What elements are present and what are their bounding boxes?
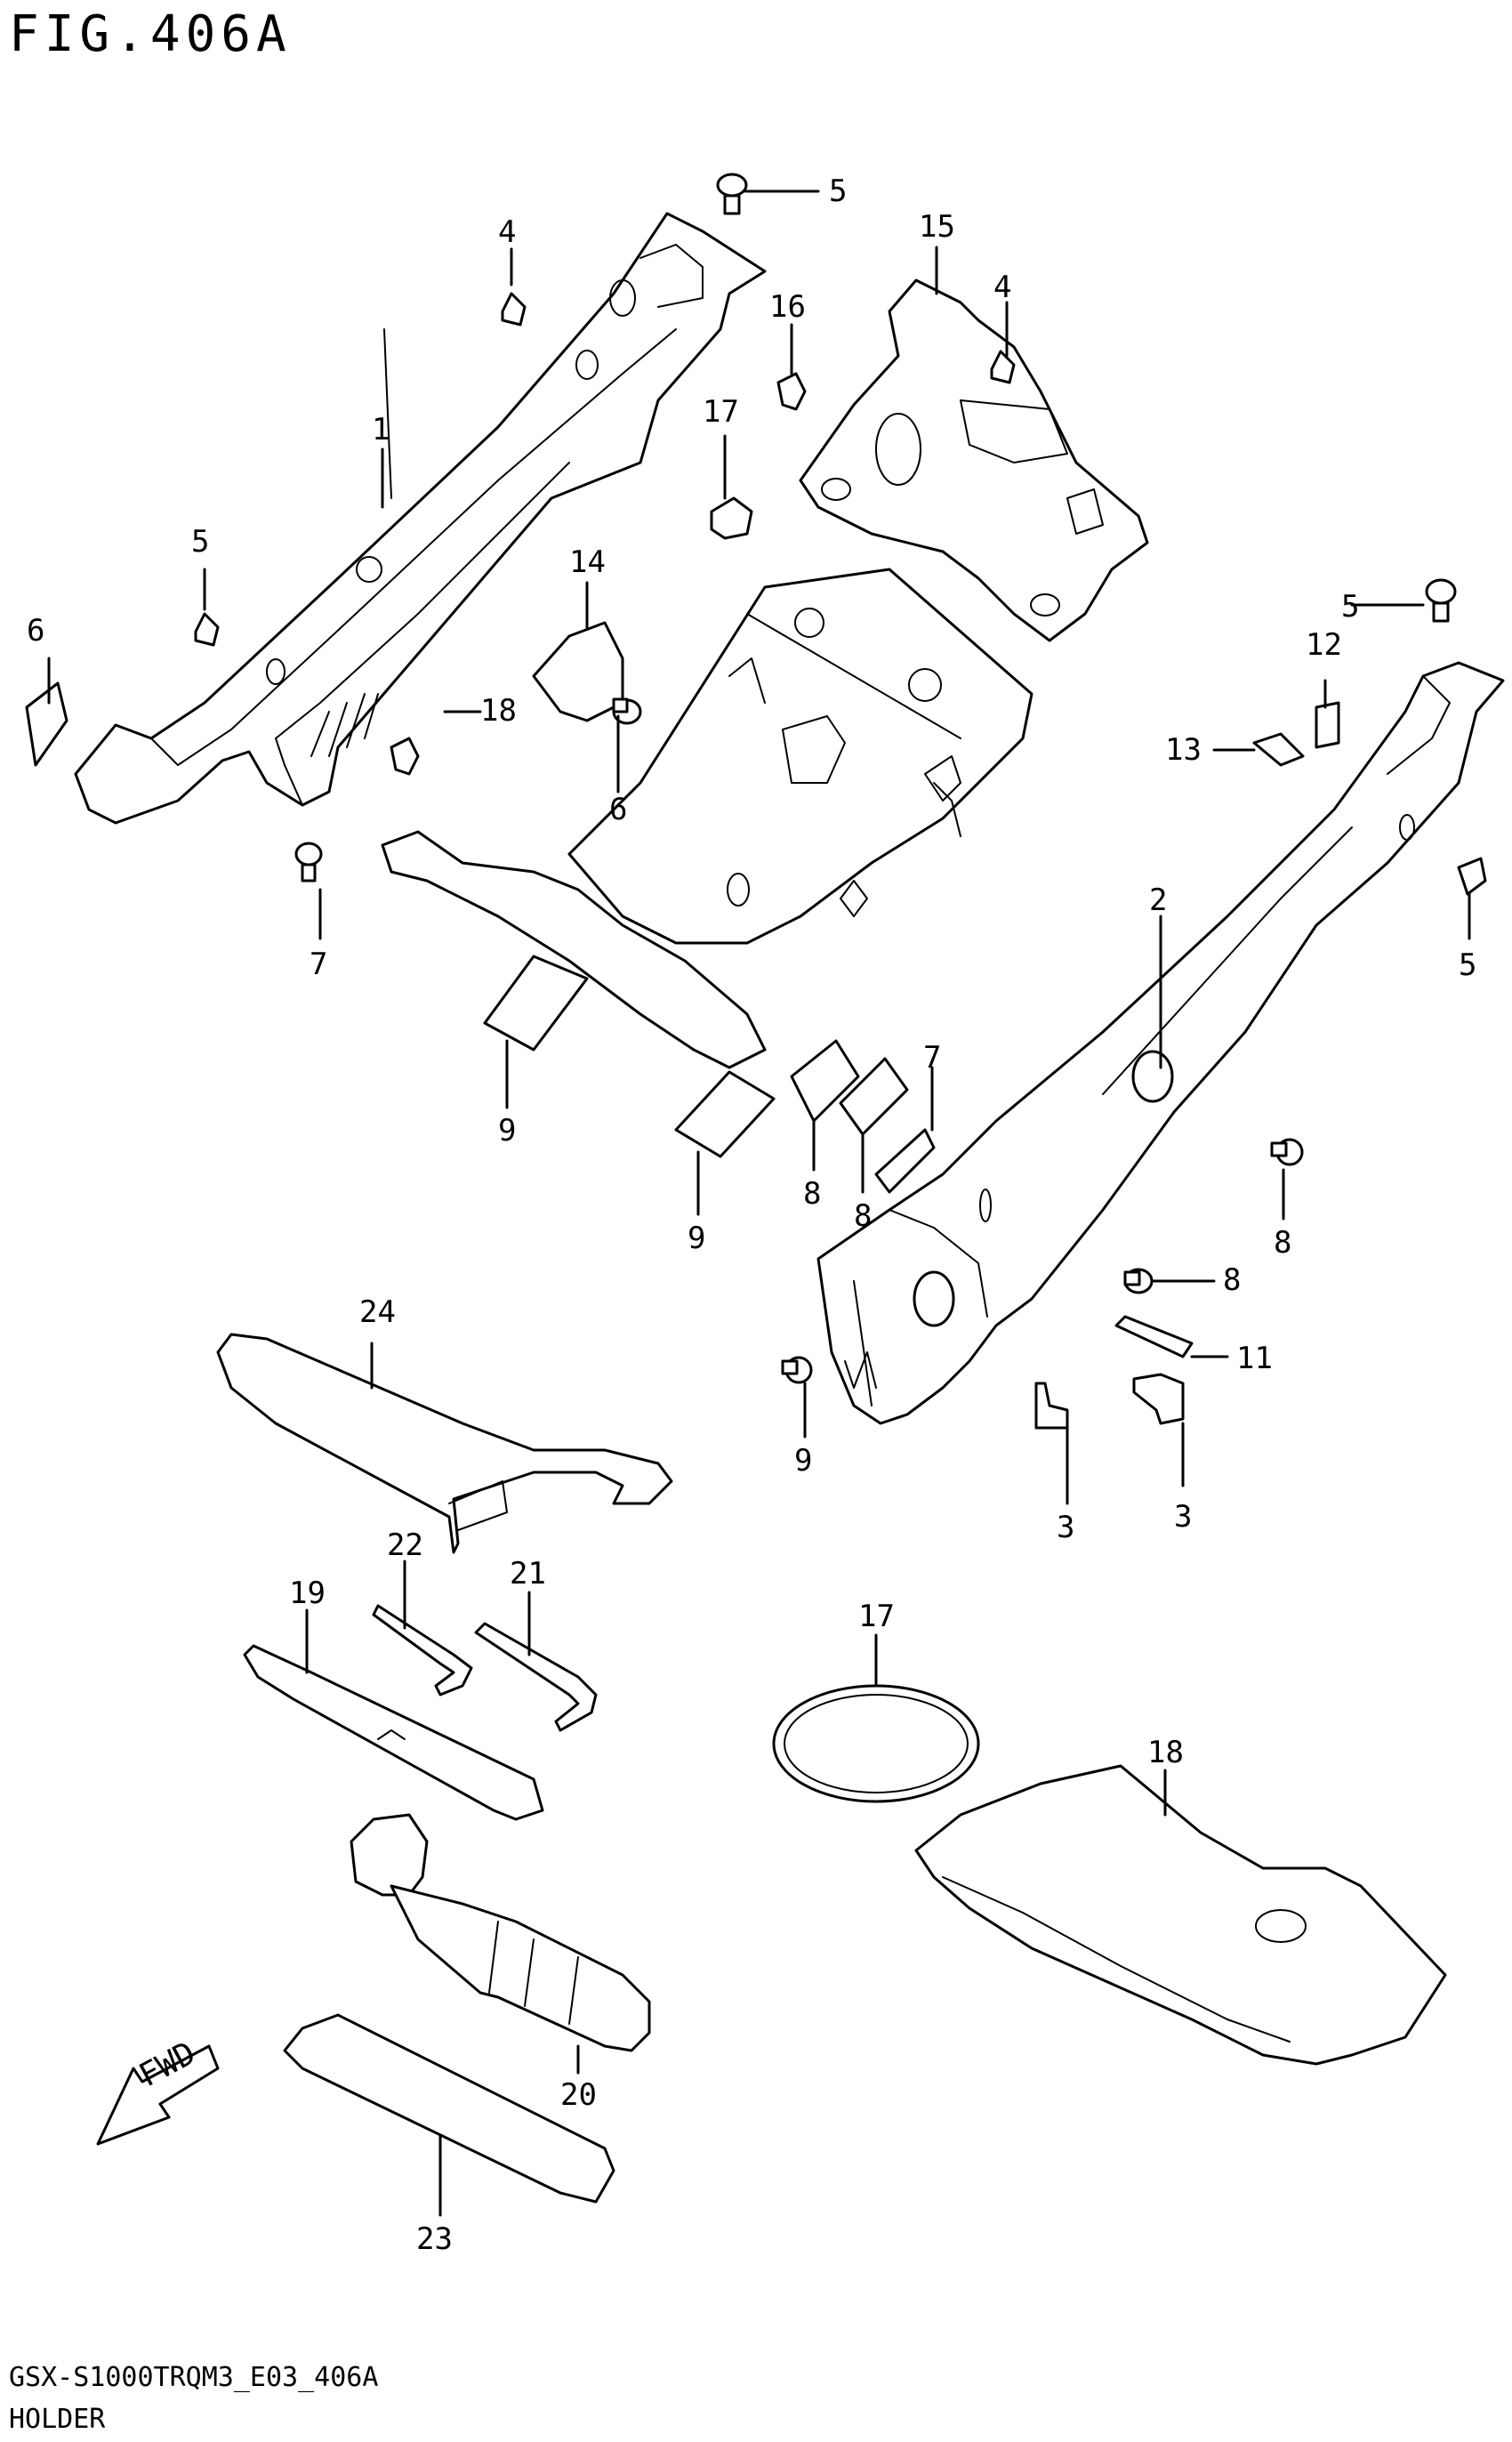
callout-18: 18 <box>1147 1735 1184 1770</box>
part-20-handle <box>350 1813 651 2052</box>
callout-19: 19 <box>289 1576 326 1611</box>
part-12-plate <box>381 568 1033 1069</box>
callout-6: 6 <box>27 613 45 649</box>
callout-21: 21 <box>510 1556 546 1592</box>
callout-1: 1 <box>372 412 390 447</box>
callout-23: 23 <box>416 2221 453 2257</box>
part-10-pad <box>1114 1315 1194 1358</box>
diagram-name: HOLDER <box>9 2404 106 2435</box>
callout-4: 4 <box>993 270 1012 305</box>
callout-24: 24 <box>359 1294 396 1330</box>
callout-20: 20 <box>560 2077 597 2113</box>
part-16-screw <box>390 737 420 776</box>
figure-title: FIG.406A <box>9 5 292 63</box>
callout-15: 17 <box>703 394 739 430</box>
part-19-screwdriver <box>243 1644 544 1821</box>
part-4-clip-c <box>990 350 1016 384</box>
part-13-bracket <box>799 278 1149 642</box>
callout-8: 8 <box>803 1176 822 1212</box>
callout-3: 3 <box>1057 1510 1075 1545</box>
part-17-ring <box>772 1684 980 1803</box>
callout-11: 12 <box>1306 627 1342 663</box>
callout-16: 18 <box>480 693 517 729</box>
callout-4: 5 <box>191 524 210 560</box>
leader-lines <box>47 189 1471 2217</box>
part-4-clip-d <box>1457 857 1487 896</box>
part-15-screw <box>710 496 753 540</box>
part-9-pad-a <box>483 955 589 1052</box>
callout-5: 6 <box>609 792 628 827</box>
part-11-pad-a <box>1315 701 1340 749</box>
part-23-tube <box>283 2013 615 2204</box>
fwd-arrow-badge <box>96 2044 220 2146</box>
callout-5: 9 <box>794 1443 813 1479</box>
callout-5: 7 <box>310 947 328 982</box>
callout-10: 11 <box>1236 1341 1273 1376</box>
part-4-clip-a <box>501 292 527 326</box>
part-4-clip-b <box>194 612 220 647</box>
part-3-bolt-b <box>1132 1373 1185 1425</box>
callout-4: 5 <box>1459 947 1477 983</box>
callout-13: 15 <box>919 209 955 245</box>
callout-4: 4 <box>498 214 517 250</box>
part-3-bolt-a <box>1034 1382 1069 1430</box>
callout-5: 5 <box>829 173 848 209</box>
part-8-pad-b <box>839 1057 909 1136</box>
callout-17: 17 <box>858 1599 895 1634</box>
callout-11: 13 <box>1165 732 1202 768</box>
callout-8: 8 <box>854 1198 873 1234</box>
part-24-wrench <box>216 1333 673 1554</box>
part-14-screw <box>776 372 807 411</box>
callout-7: 7 <box>923 1040 942 1076</box>
callout-9: 9 <box>498 1113 517 1148</box>
callout-5: 8 <box>1274 1225 1292 1261</box>
part-5-bolt-group <box>294 173 1457 1384</box>
callout-2: 2 <box>1149 883 1168 918</box>
part-21-hex-key <box>474 1622 598 1732</box>
diagram-code: GSX-S1000TRQM3_E03_406A <box>9 2362 379 2393</box>
callout-3: 3 <box>1174 1499 1193 1535</box>
callout-22: 22 <box>387 1527 423 1563</box>
part-9-pad-b <box>674 1070 776 1158</box>
part-11-pad-b <box>1252 732 1305 767</box>
part-1-left-rail <box>74 212 767 825</box>
part-18-bag <box>914 1764 1447 2066</box>
callout-12: 14 <box>569 544 606 580</box>
part-8-pad-a <box>790 1039 860 1123</box>
callout-5: 5 <box>1341 589 1360 625</box>
part-7-pad <box>874 1128 936 1194</box>
callout-5: 8 <box>1223 1262 1242 1298</box>
callout-14: 16 <box>769 289 806 325</box>
callout-9: 9 <box>688 1221 706 1256</box>
part-6-pad <box>25 681 68 767</box>
part-22-hex-key <box>372 1604 473 1697</box>
